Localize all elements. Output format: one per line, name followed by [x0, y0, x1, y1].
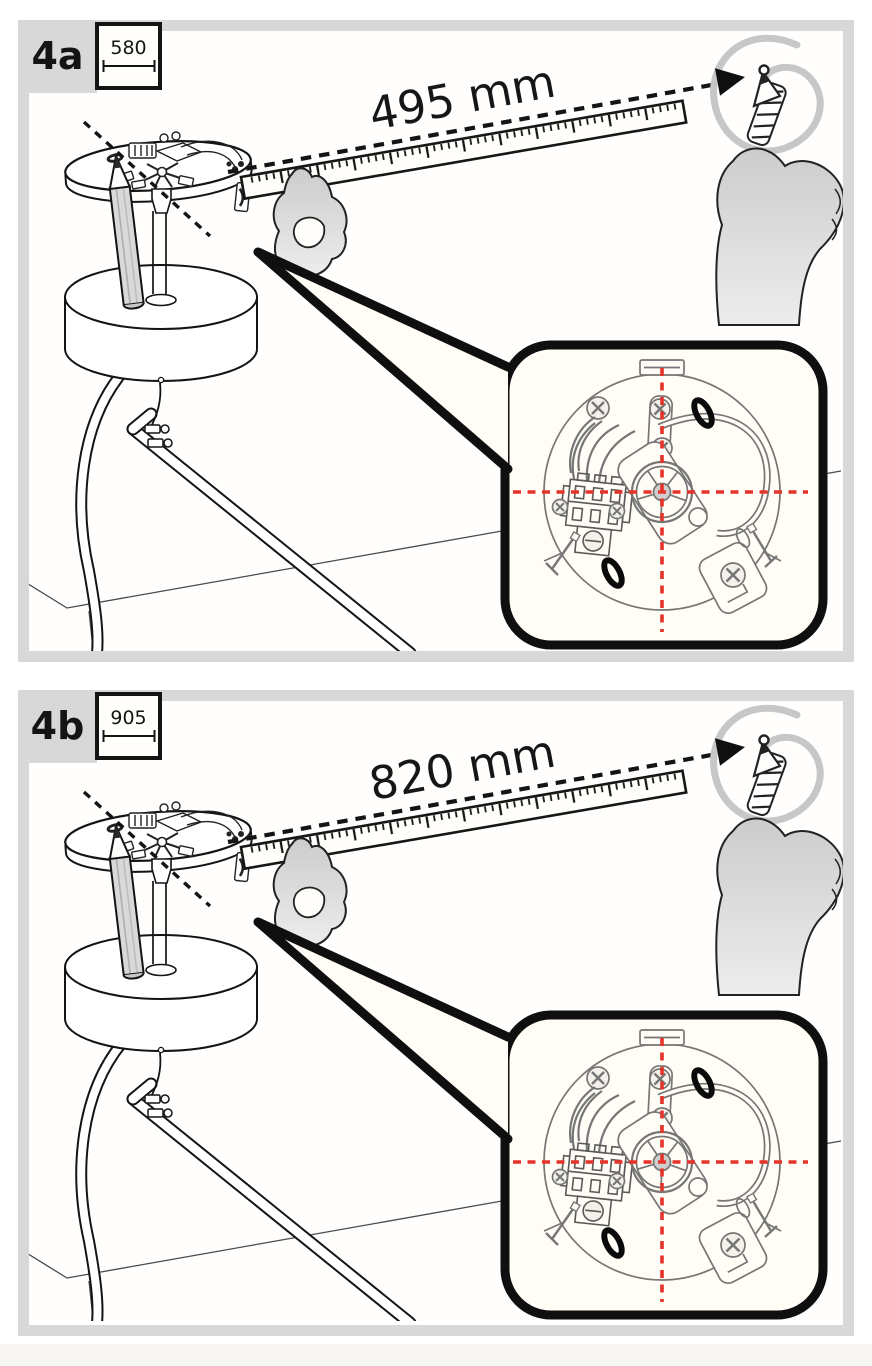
- panel-step-4b: 4b 905 820 mm: [18, 690, 854, 1336]
- panel-step-4a: 4a 580 495 mm: [18, 20, 854, 662]
- dimension-box: 580: [95, 22, 162, 90]
- installation-illustration: 495 mm: [29, 31, 843, 651]
- step-label: 4a: [18, 20, 97, 93]
- dimension-measure-line: [102, 60, 155, 73]
- page-bottom-strip: [0, 1344, 872, 1366]
- dimension-value: 580: [110, 36, 147, 59]
- step-label: 4b: [18, 690, 97, 763]
- dimension-value: 905: [110, 706, 147, 729]
- installation-illustration: 820 mm: [29, 701, 843, 1321]
- dimension-measure-line: [102, 730, 155, 743]
- dimension-box: 905: [95, 692, 162, 760]
